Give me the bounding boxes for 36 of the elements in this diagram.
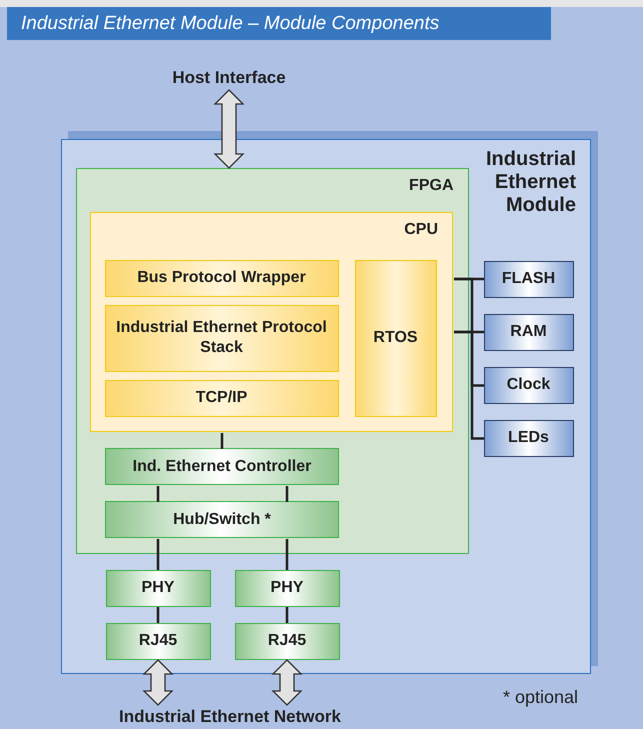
connector-line bbox=[220, 433, 224, 449]
connector-line bbox=[286, 486, 288, 502]
component-box: LEDs bbox=[484, 420, 574, 456]
connector-line bbox=[156, 607, 160, 623]
double-arrow bbox=[271, 659, 303, 706]
component-box: PHY bbox=[106, 570, 210, 606]
double-arrow bbox=[142, 659, 174, 706]
component-box: Bus Protocol Wrapper bbox=[104, 260, 338, 296]
connector-line bbox=[286, 539, 288, 570]
interface-label: Host Interface bbox=[150, 66, 308, 90]
connector-line bbox=[454, 330, 484, 440]
component-box: RAM bbox=[484, 314, 574, 350]
connector-line bbox=[454, 278, 484, 387]
fpga-box bbox=[76, 168, 468, 554]
module-box bbox=[61, 139, 591, 674]
component-box: FLASH bbox=[484, 260, 574, 298]
box-heading: Industrial Ethernet Module bbox=[484, 148, 576, 217]
double-arrow bbox=[213, 89, 245, 169]
component-box: RJ45 bbox=[106, 622, 210, 660]
component-box: RJ45 bbox=[234, 622, 340, 660]
footnote: * optional bbox=[503, 687, 578, 708]
connector-line bbox=[286, 607, 288, 623]
component-box: PHY bbox=[234, 570, 340, 606]
component-box: TCP/IP bbox=[104, 380, 338, 416]
component-box: RTOS bbox=[354, 260, 436, 416]
connector-line bbox=[156, 486, 160, 502]
title-bar: Industrial Ethernet Module – Module Components bbox=[7, 7, 551, 40]
component-box: Industrial Ethernet Protocol Stack bbox=[104, 304, 338, 372]
box-heading: CPU bbox=[404, 221, 438, 239]
component-box: Clock bbox=[484, 366, 574, 404]
component-box: Hub/Switch * bbox=[105, 501, 339, 538]
box-heading: FPGA bbox=[409, 176, 454, 194]
interface-label: Industrial Ethernet Network bbox=[40, 705, 420, 729]
cpu-box bbox=[90, 212, 453, 432]
component-box: Ind. Ethernet Controller bbox=[105, 448, 339, 485]
connector-line bbox=[156, 539, 160, 570]
